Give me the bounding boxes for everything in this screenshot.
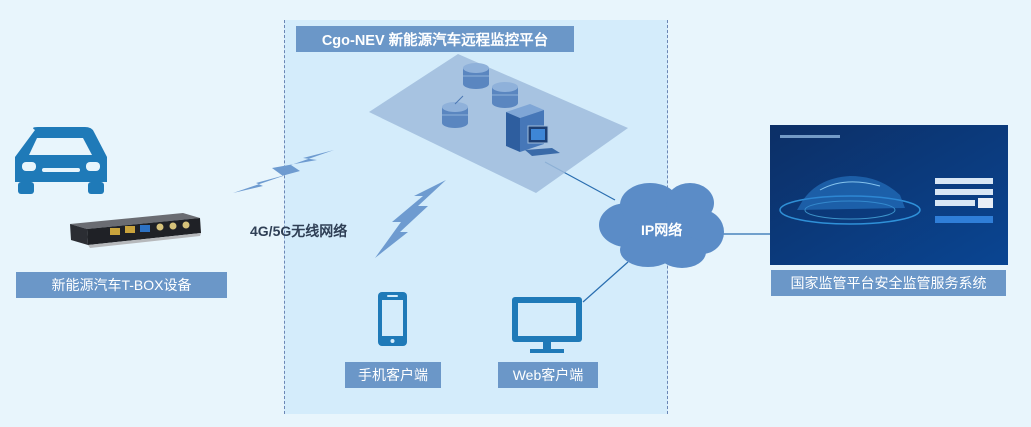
web-client-label: Web客户端 — [498, 362, 598, 388]
wireless-network-label: 4G/5G无线网络 — [250, 223, 348, 239]
web-to-cloud-line — [582, 261, 629, 303]
server-icon — [506, 104, 560, 156]
web-monitor-icon — [512, 297, 582, 353]
national-platform-label: 国家监管平台安全监管服务系统 — [771, 270, 1006, 296]
lightning-icon-left — [233, 150, 334, 193]
mobile-client-label: 手机客户端 — [345, 362, 441, 388]
national-platform-screen-image — [770, 125, 1008, 265]
car-icon — [15, 127, 107, 194]
server-platform-diamond — [369, 54, 628, 193]
mobile-phone-icon — [378, 292, 407, 346]
ip-network-label: IP网络 — [641, 222, 683, 238]
database-icon-3 — [442, 102, 468, 128]
platform-title-label: Cgo-NEV 新能源汽车远程监控平台 — [296, 26, 574, 52]
database-icon-1 — [463, 63, 489, 89]
tbox-device-label: 新能源汽车T-BOX设备 — [16, 272, 227, 298]
database-icon-2 — [492, 82, 518, 108]
tbox-device-icon — [70, 213, 201, 248]
cloud-icon — [599, 183, 724, 268]
lightning-icon-center — [375, 180, 446, 258]
